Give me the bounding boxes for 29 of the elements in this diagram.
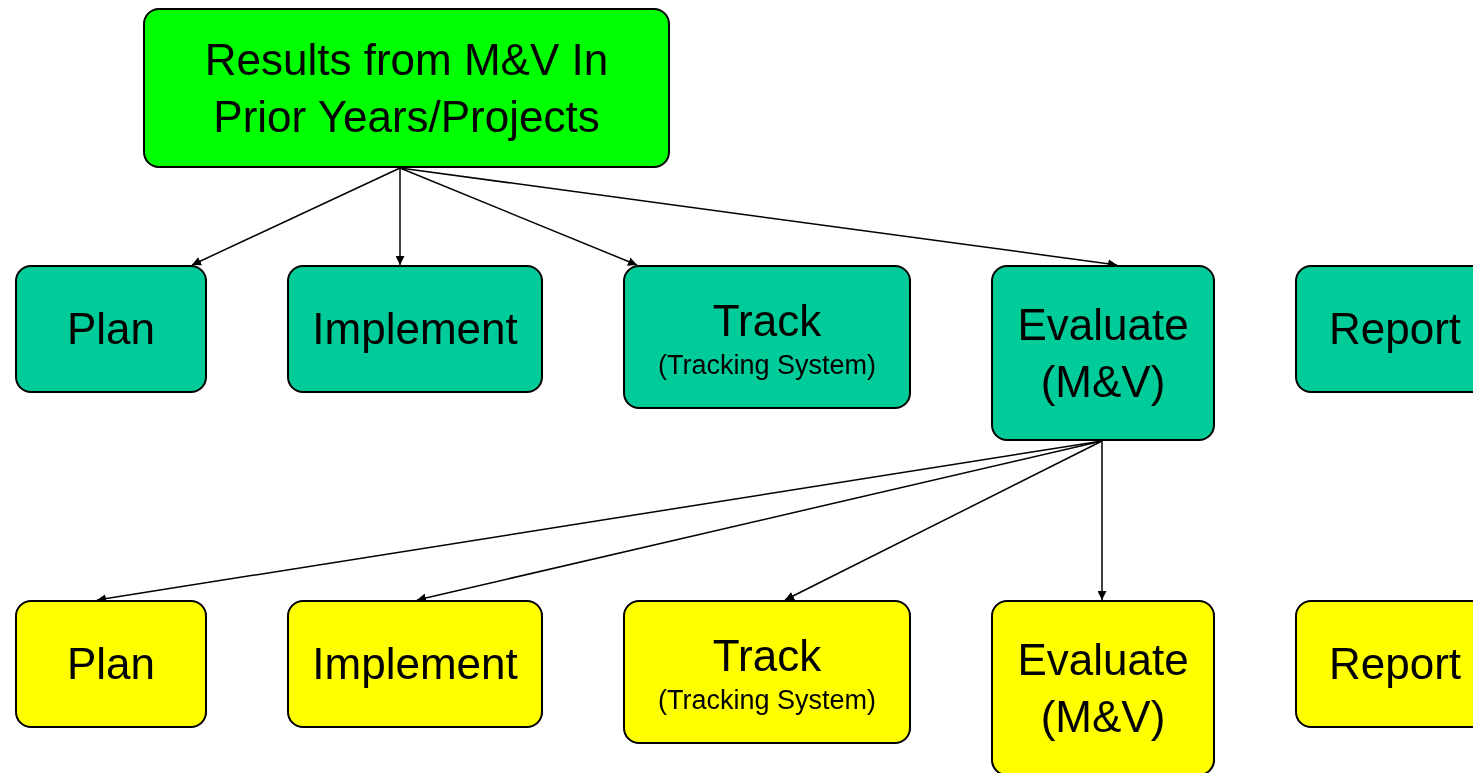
- arrow: [399, 167, 638, 266]
- node-label: Plan: [66, 638, 156, 691]
- node-label: Implement: [312, 303, 518, 356]
- stage-box: [1295, 265, 1473, 393]
- source-box: [143, 8, 670, 168]
- stage-box: [991, 600, 1215, 773]
- node-label: Track: [712, 295, 822, 348]
- stage-box: [15, 600, 207, 728]
- stage-box: [287, 265, 543, 393]
- node-label: Track: [712, 630, 822, 683]
- stage-box: [1295, 600, 1473, 728]
- node-sublabel: (Tracking System): [658, 349, 876, 382]
- node-label: Report: [1328, 638, 1462, 691]
- stage-box: [991, 265, 1215, 441]
- node-label: Plan: [66, 303, 156, 356]
- node-label: Report: [1328, 303, 1462, 356]
- node-label: Results from M&V In Prior Years/Projects: [203, 33, 610, 143]
- stage-box: [15, 265, 207, 393]
- arrow: [1097, 440, 1107, 601]
- arrow: [191, 167, 401, 266]
- stage-box: [623, 265, 911, 409]
- stage-box: [623, 600, 911, 744]
- node-label: Evaluate (M&V): [1016, 298, 1190, 408]
- node-sublabel: (Tracking System): [658, 684, 876, 717]
- stage-box: [287, 600, 543, 728]
- node-label: Implement: [312, 638, 518, 691]
- arrow: [784, 440, 1103, 601]
- node-label: Evaluate (M&V): [1016, 633, 1190, 743]
- arrow: [395, 167, 405, 266]
